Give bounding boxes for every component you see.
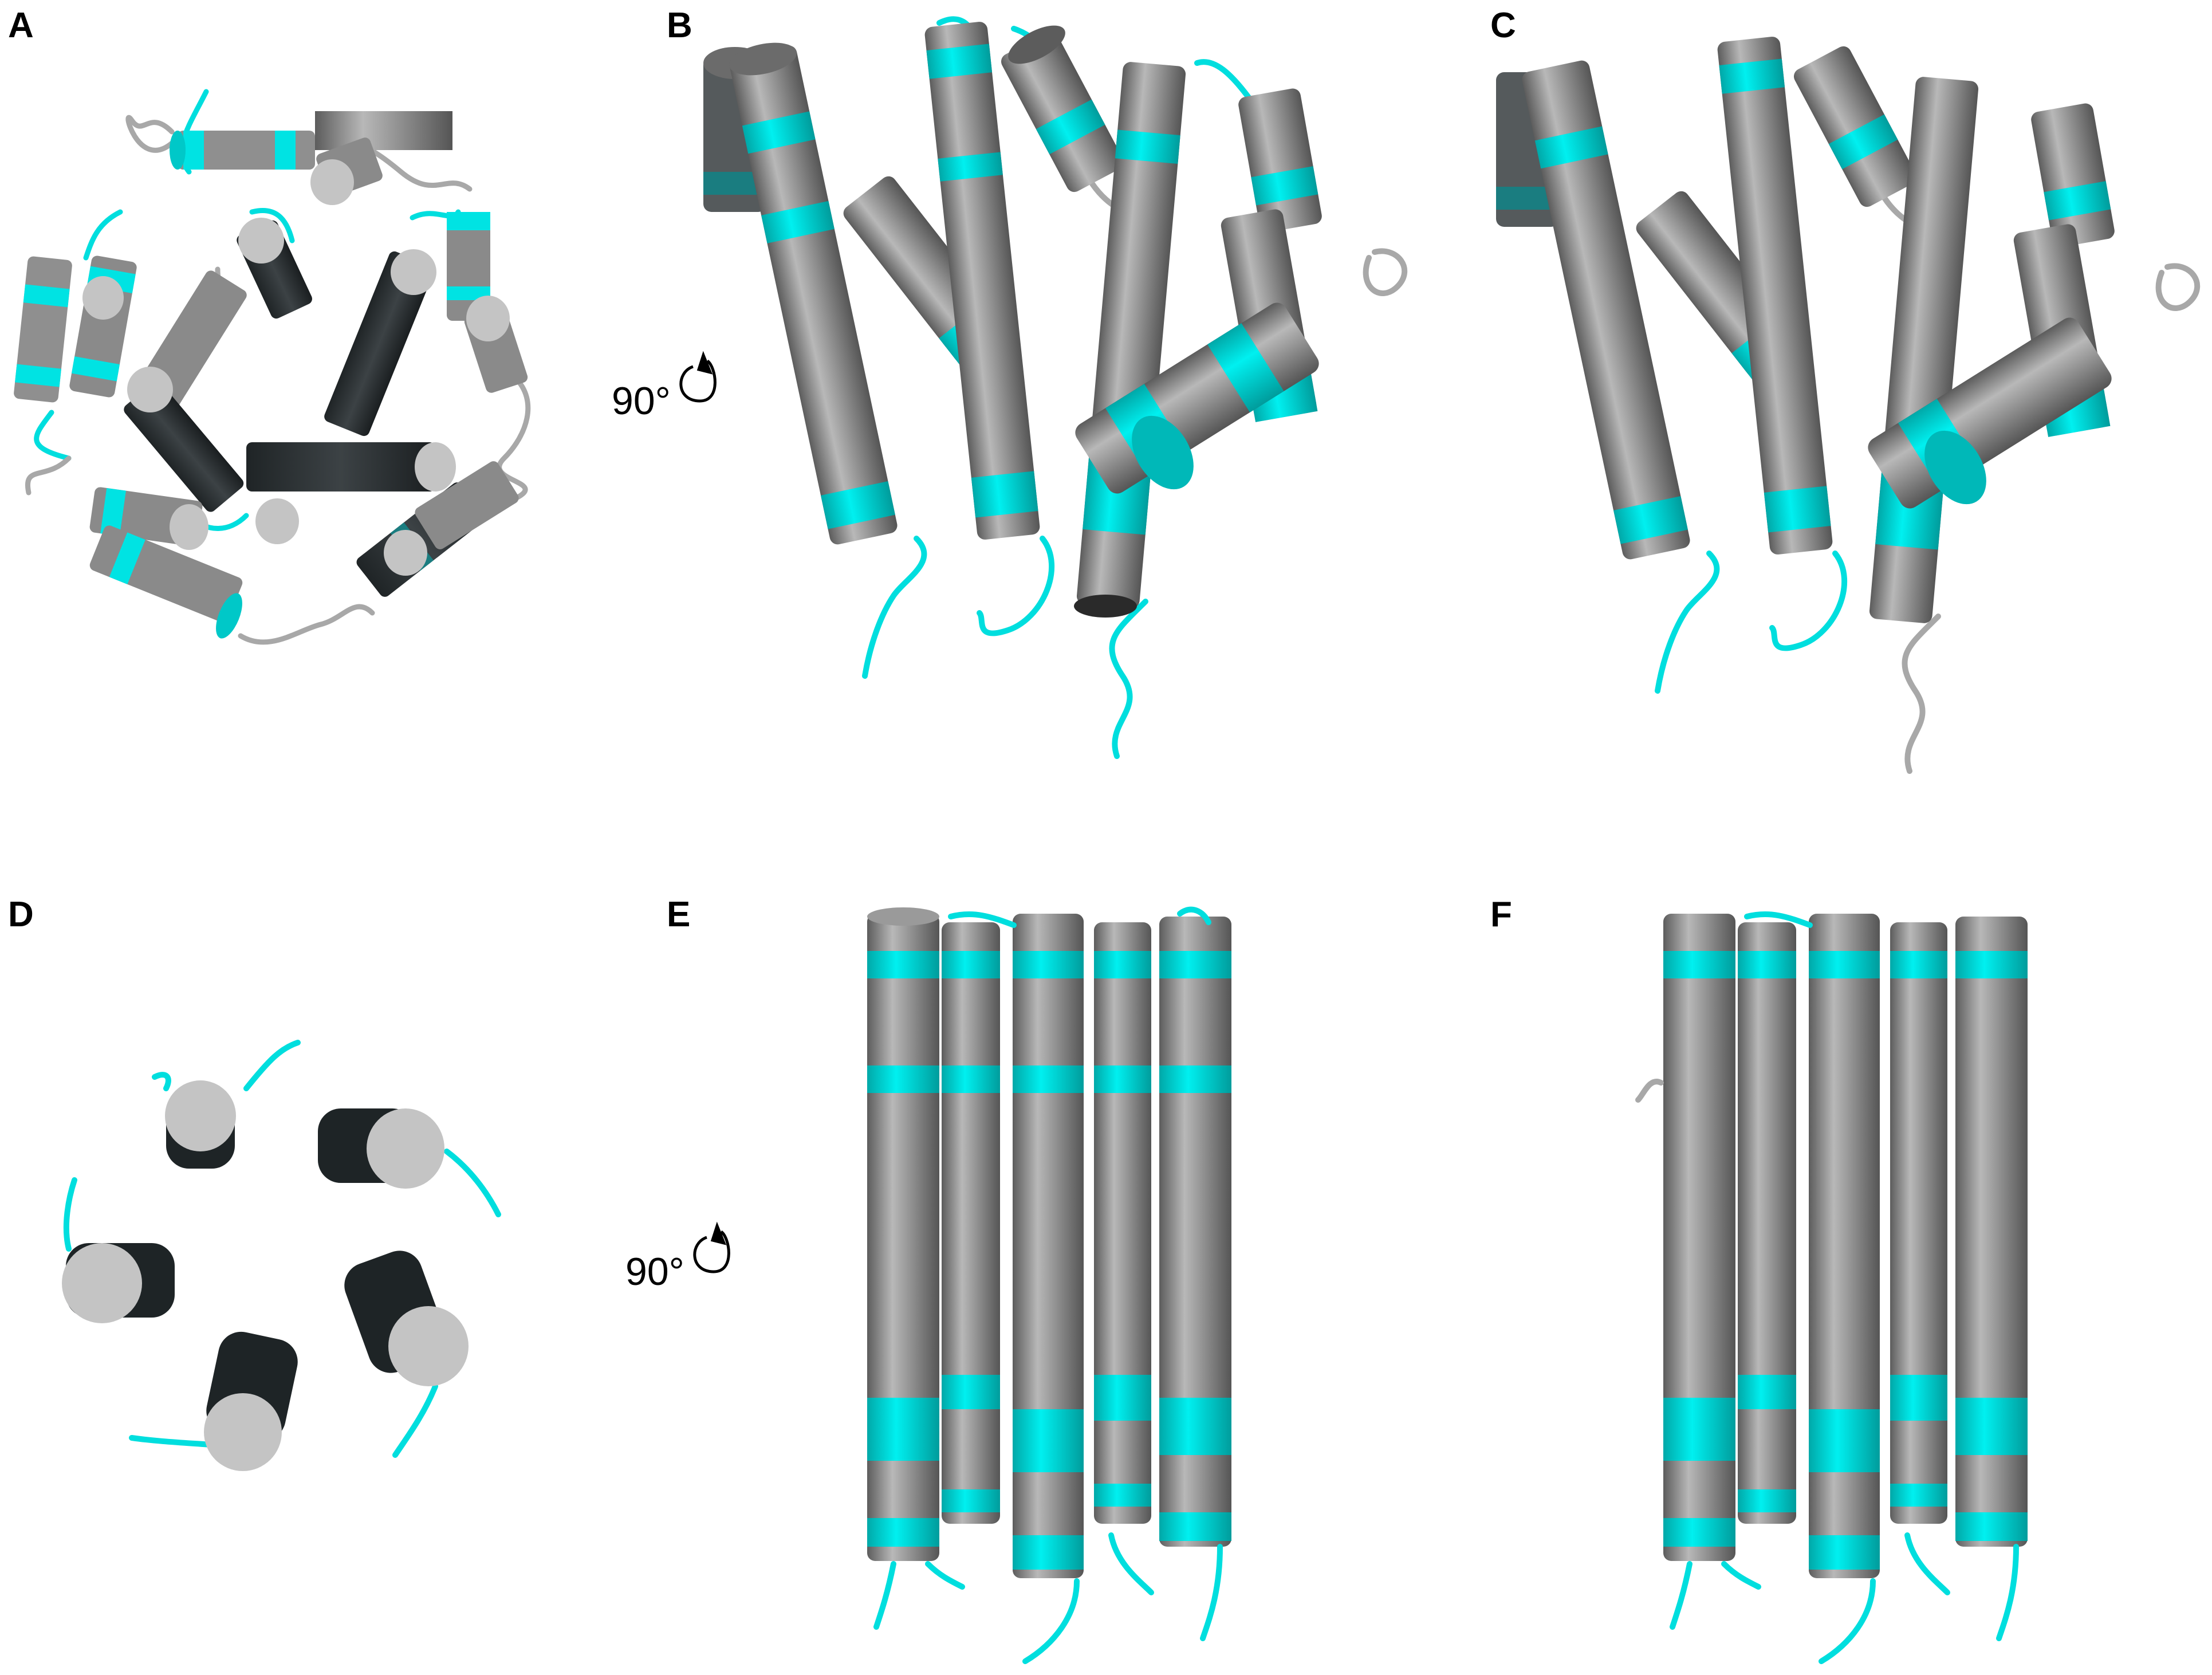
helix-f4	[1890, 922, 1947, 1524]
helix-a13-band	[109, 532, 145, 584]
helix-a11-cap	[415, 442, 456, 492]
helix-a9-cap	[127, 367, 173, 412]
helix-b9-cap	[1132, 415, 1194, 490]
panel-label-c: C	[1490, 6, 1516, 45]
helix-a11	[246, 442, 435, 492]
helix-c5-band	[1828, 114, 1898, 170]
helix-a7-cap	[238, 218, 284, 264]
helix-b2	[729, 45, 898, 545]
panel-label-d: D	[8, 895, 34, 934]
helix-a15	[415, 461, 519, 549]
helix-e2	[942, 922, 1000, 1524]
rotation-label-top: 90°	[612, 379, 671, 423]
helix-c7-band	[2044, 181, 2111, 221]
helix-d5-cap	[204, 1393, 282, 1471]
helix-a1-cap	[170, 131, 186, 170]
helix-f3	[1809, 914, 1880, 1578]
helix-a6-band2	[15, 364, 61, 387]
helix-b5-band	[1036, 99, 1105, 155]
helix-e4	[1094, 922, 1151, 1524]
helix-f2	[1738, 922, 1796, 1524]
helix-f5	[1955, 917, 2028, 1547]
panel-e-loops	[873, 906, 1223, 1664]
helix-a13-cap	[216, 593, 242, 639]
helix-b4-band	[926, 44, 993, 79]
helix-d4-cap	[388, 1306, 469, 1386]
panel-b-structure	[703, 16, 1408, 759]
helix-a4-cap	[466, 296, 510, 341]
helix-b2-band	[742, 111, 816, 154]
helix-a6-band	[23, 284, 70, 308]
panel-e-structure	[867, 906, 1231, 1664]
panel-d-structure	[62, 1040, 501, 1471]
helix-a10	[124, 381, 244, 512]
helix-c4-band	[1719, 58, 1785, 94]
helix-a1-band2	[275, 131, 296, 170]
helix-c4	[1717, 37, 1833, 555]
helix-e3	[1013, 914, 1084, 1578]
helix-d3-cap	[62, 1243, 142, 1323]
helix-b9-band	[1207, 323, 1284, 412]
helix-b6-cap	[1074, 595, 1137, 618]
panel-a-structure	[14, 89, 531, 645]
helix-c5	[1793, 46, 1917, 207]
helix-c2-band2	[1613, 496, 1688, 544]
helix-b6-band	[1115, 129, 1180, 164]
helix-b7-band	[1251, 166, 1318, 206]
helix-b5	[1001, 31, 1124, 192]
helix-e1	[867, 907, 939, 1561]
helix-f1	[1663, 914, 1735, 1561]
helix-a1	[315, 111, 452, 150]
helix-b2-band3	[821, 481, 895, 529]
helix-a12-band	[100, 487, 126, 536]
rotation-arrow-bottom	[693, 1221, 730, 1273]
panel-c-structure	[1496, 37, 2201, 774]
helix-e5	[1159, 917, 1231, 1547]
helix-d2-cap	[367, 1108, 444, 1189]
helix-d1-cap	[165, 1080, 236, 1151]
helix-a3-band	[447, 212, 490, 230]
helix-a12-cap	[170, 504, 208, 550]
helix-a2-cap	[310, 159, 354, 205]
helix-b5-cap	[1008, 25, 1065, 64]
helix-a1-band	[183, 131, 204, 170]
helix-b2-band2	[761, 200, 835, 243]
helix-c2-band	[1534, 126, 1608, 169]
panel-label-b: B	[667, 6, 692, 45]
rotation-label-bottom: 90°	[625, 1250, 684, 1293]
helix-b4-band2	[938, 152, 1003, 182]
helix-a14-cap	[384, 530, 427, 576]
helix-c9-cap	[1924, 430, 1986, 505]
helix-a10-cap	[255, 498, 299, 544]
panel-label-e: E	[667, 895, 691, 934]
helix-a5-band2	[71, 356, 120, 382]
helix-b4	[924, 22, 1040, 540]
helix-a8	[324, 251, 434, 437]
panel-f-structure	[1635, 911, 2028, 1664]
helix-b2-cap	[729, 42, 797, 76]
helix-b4-band3	[971, 471, 1038, 518]
panel-label-f: F	[1490, 895, 1512, 934]
helix-c4-band2	[1764, 486, 1831, 533]
panel-f-loops	[1635, 911, 2019, 1664]
helix-a8-cap	[391, 249, 436, 295]
helix-a5-cap	[82, 276, 124, 320]
helix-c2	[1522, 60, 1690, 560]
panel-label-a: A	[8, 6, 34, 45]
rotation-arrow-top	[679, 351, 717, 403]
